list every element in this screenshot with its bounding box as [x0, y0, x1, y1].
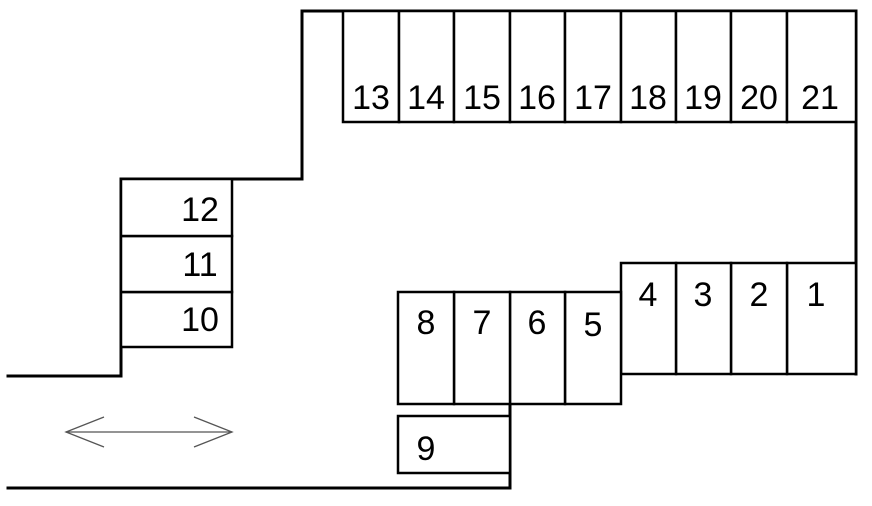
space-number: 1: [807, 276, 826, 314]
parking-space-17[interactable]: 17: [563, 9, 623, 124]
parking-space-5[interactable]: 5: [563, 290, 623, 406]
space-number: 21: [801, 79, 839, 117]
parking-space-2[interactable]: 2: [729, 261, 789, 376]
parking-space-8[interactable]: 8: [396, 290, 456, 406]
parking-space-4[interactable]: 4: [619, 261, 678, 376]
parking-space-13[interactable]: 13: [341, 9, 401, 124]
parking-space-20[interactable]: 20: [729, 9, 789, 124]
parking-space-10[interactable]: 10: [119, 290, 234, 349]
parking-space-16[interactable]: 16: [508, 9, 567, 124]
space-number: 18: [629, 79, 667, 117]
space-number: 17: [574, 79, 612, 117]
space-number: 19: [684, 79, 722, 117]
space-number: 16: [518, 79, 556, 117]
double-headed-arrow-icon: [64, 416, 234, 448]
space-number: 13: [352, 79, 390, 117]
space-number: 3: [694, 276, 713, 314]
parking-space-1[interactable]: 1: [785, 261, 858, 376]
parking-space-12[interactable]: 12: [119, 177, 234, 238]
parking-space-11[interactable]: 11: [119, 234, 234, 294]
parking-space-15[interactable]: 15: [452, 9, 512, 124]
parking-space-18[interactable]: 18: [619, 9, 678, 124]
space-number: 4: [639, 276, 658, 314]
space-number: 8: [417, 304, 436, 342]
space-number: 14: [407, 79, 445, 117]
space-number: 7: [473, 304, 492, 342]
space-number: 5: [584, 306, 603, 344]
parking-space-7[interactable]: 7: [452, 290, 512, 406]
space-number: 20: [740, 79, 778, 117]
space-number: 15: [463, 79, 501, 117]
parking-space-6[interactable]: 6: [508, 290, 567, 406]
parking-space-21[interactable]: 21: [785, 9, 858, 124]
space-number: 10: [181, 301, 219, 339]
space-number: 9: [417, 430, 436, 468]
parking-space-9[interactable]: 9: [396, 414, 512, 475]
parking-space-3[interactable]: 3: [674, 261, 733, 376]
space-number: 11: [182, 246, 217, 284]
space-number: 12: [181, 191, 219, 229]
parking-space-19[interactable]: 19: [674, 9, 733, 124]
parking-space-14[interactable]: 14: [397, 9, 456, 124]
parking-spaces: 1 2 3 4 5 6 7 8: [119, 9, 858, 475]
space-number: 6: [528, 304, 547, 342]
space-number: 2: [750, 276, 769, 314]
